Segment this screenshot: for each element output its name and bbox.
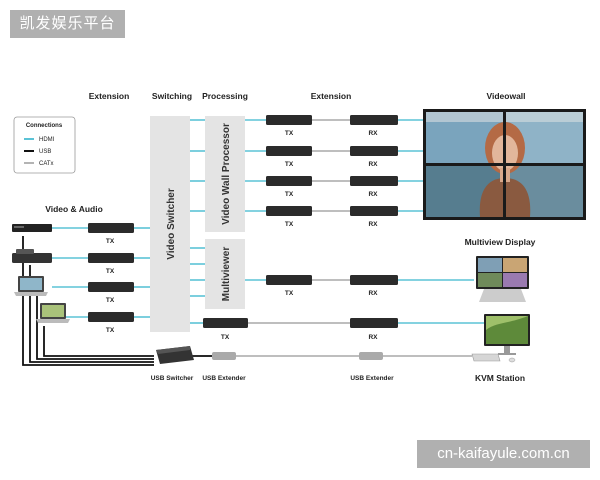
watermark-top: 凯发娱乐平台 xyxy=(10,10,125,38)
kvm-monitor-icon xyxy=(484,314,530,355)
usb-switcher-device xyxy=(156,346,194,364)
kvm-station-label: KVM Station xyxy=(475,373,525,383)
tx-label: TX xyxy=(285,290,294,297)
tx-label: TX xyxy=(285,161,294,168)
keyboard-icon xyxy=(471,353,501,362)
rx-label: RX xyxy=(368,191,378,198)
tx-label: TX xyxy=(106,268,115,275)
rx-label: RX xyxy=(368,290,378,297)
tx-label: TX xyxy=(106,297,115,304)
header-videowall: Videowall xyxy=(486,91,525,101)
legend-usb: USB xyxy=(39,149,51,155)
header-extension-left: Extension xyxy=(89,91,130,101)
video-switcher-label: Video Switcher xyxy=(166,188,177,260)
usb-extender-left-label: USB Extender xyxy=(202,375,246,382)
usb-extender-right-label: USB Extender xyxy=(350,375,394,382)
usb-extender-right xyxy=(359,352,383,360)
legend-hdmi: HDMI xyxy=(39,137,55,143)
right-extender-devices xyxy=(203,115,398,328)
tx-label: TX xyxy=(285,130,294,137)
watermark-bottom: cn-kaifayule.com.cn xyxy=(417,440,590,468)
header-extension-right: Extension xyxy=(311,91,352,101)
usb-switcher-label: USB Switcher xyxy=(151,375,194,382)
rx-label: RX xyxy=(368,334,378,341)
multiview-monitor-icon xyxy=(476,256,529,302)
video-audio-label: Video & Audio xyxy=(45,204,103,214)
header-processing: Processing xyxy=(202,91,248,101)
set-top-box-icon xyxy=(12,249,52,263)
tx-label: TX xyxy=(106,238,115,245)
multiview-display-label: Multiview Display xyxy=(465,237,536,247)
rx-label: RX xyxy=(368,161,378,168)
laptop-icon xyxy=(14,276,48,296)
left-tx-devices xyxy=(88,223,134,322)
multiviewer-label: Multiviewer xyxy=(221,247,232,302)
video-switcher-block xyxy=(150,116,190,332)
usb-connections xyxy=(22,236,212,366)
usb-extender-left xyxy=(212,352,236,360)
tx-label: TX xyxy=(285,191,294,198)
tx-label: TX xyxy=(285,221,294,228)
rx-label: RX xyxy=(368,130,378,137)
legend-catx: CATx xyxy=(39,161,54,167)
videowall-display xyxy=(423,109,586,220)
connections-legend: Connections HDMI USB CATx xyxy=(13,116,76,174)
laptop-icon xyxy=(36,303,70,323)
legend-title: Connections xyxy=(26,123,63,129)
tx-label: TX xyxy=(106,327,115,334)
catx-connections xyxy=(200,119,472,357)
mouse-icon xyxy=(508,357,516,363)
rx-label: RX xyxy=(368,221,378,228)
multiviewer-block xyxy=(205,239,245,309)
video-wall-processor-label: Video Wall Processor xyxy=(221,123,232,225)
video-wall-processor-block xyxy=(205,116,245,232)
tx-rx-labels: TX TX TX TX TX TX TX TX TX TX RX RX RX R… xyxy=(106,130,378,341)
header-switching: Switching xyxy=(152,91,192,101)
tx-label: TX xyxy=(221,334,230,341)
blu-ray-player-icon xyxy=(12,224,52,232)
hdmi-connections xyxy=(52,119,484,324)
